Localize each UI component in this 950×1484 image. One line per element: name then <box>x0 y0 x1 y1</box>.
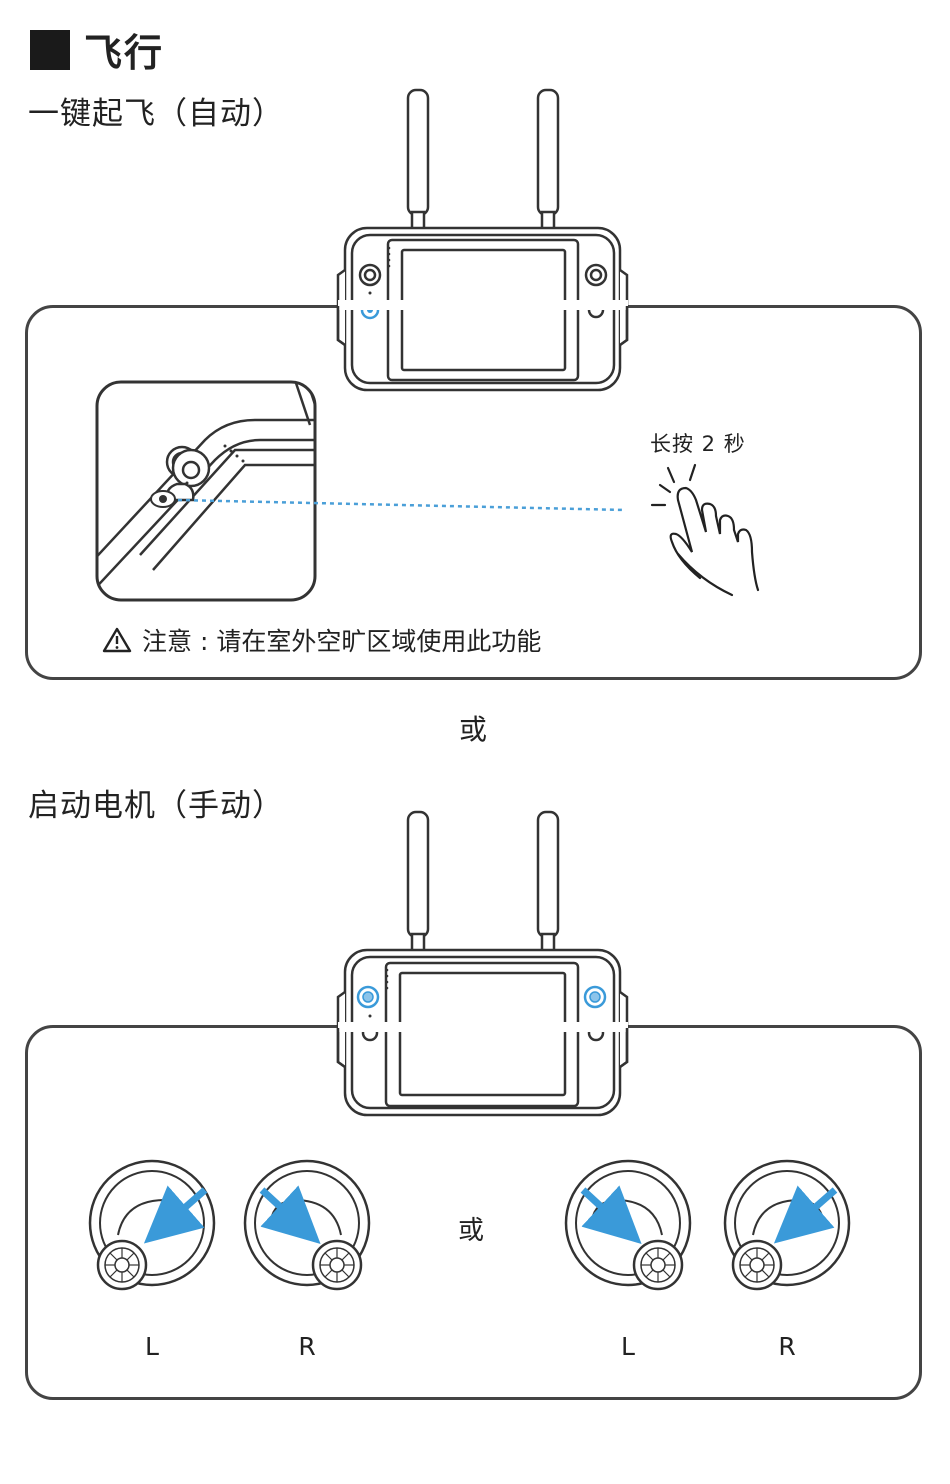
joystick-r-2 <box>725 1161 849 1289</box>
hold-instruction-text: 长按 2 秒 <box>650 428 746 458</box>
stick-label-l-1: L <box>132 1332 172 1361</box>
stick-label-l-2: L <box>608 1332 648 1361</box>
stick-label-r-1: R <box>287 1332 327 1361</box>
joystick-r-1 <box>245 1161 369 1289</box>
warning-triangle-icon <box>102 626 132 654</box>
note-text: 注意 : 请在室外空旷区域使用此功能 <box>142 622 541 658</box>
dotted-guide-line <box>0 0 950 700</box>
manual-or-separator: 或 <box>458 1210 484 1247</box>
joystick-l-2 <box>566 1161 690 1289</box>
joystick-l-1 <box>90 1161 214 1289</box>
hand-press-icon <box>640 460 770 600</box>
auto-takeoff-note: 注意 : 请在室外空旷区域使用此功能 <box>102 622 541 658</box>
stick-label-r-2: R <box>767 1332 807 1361</box>
